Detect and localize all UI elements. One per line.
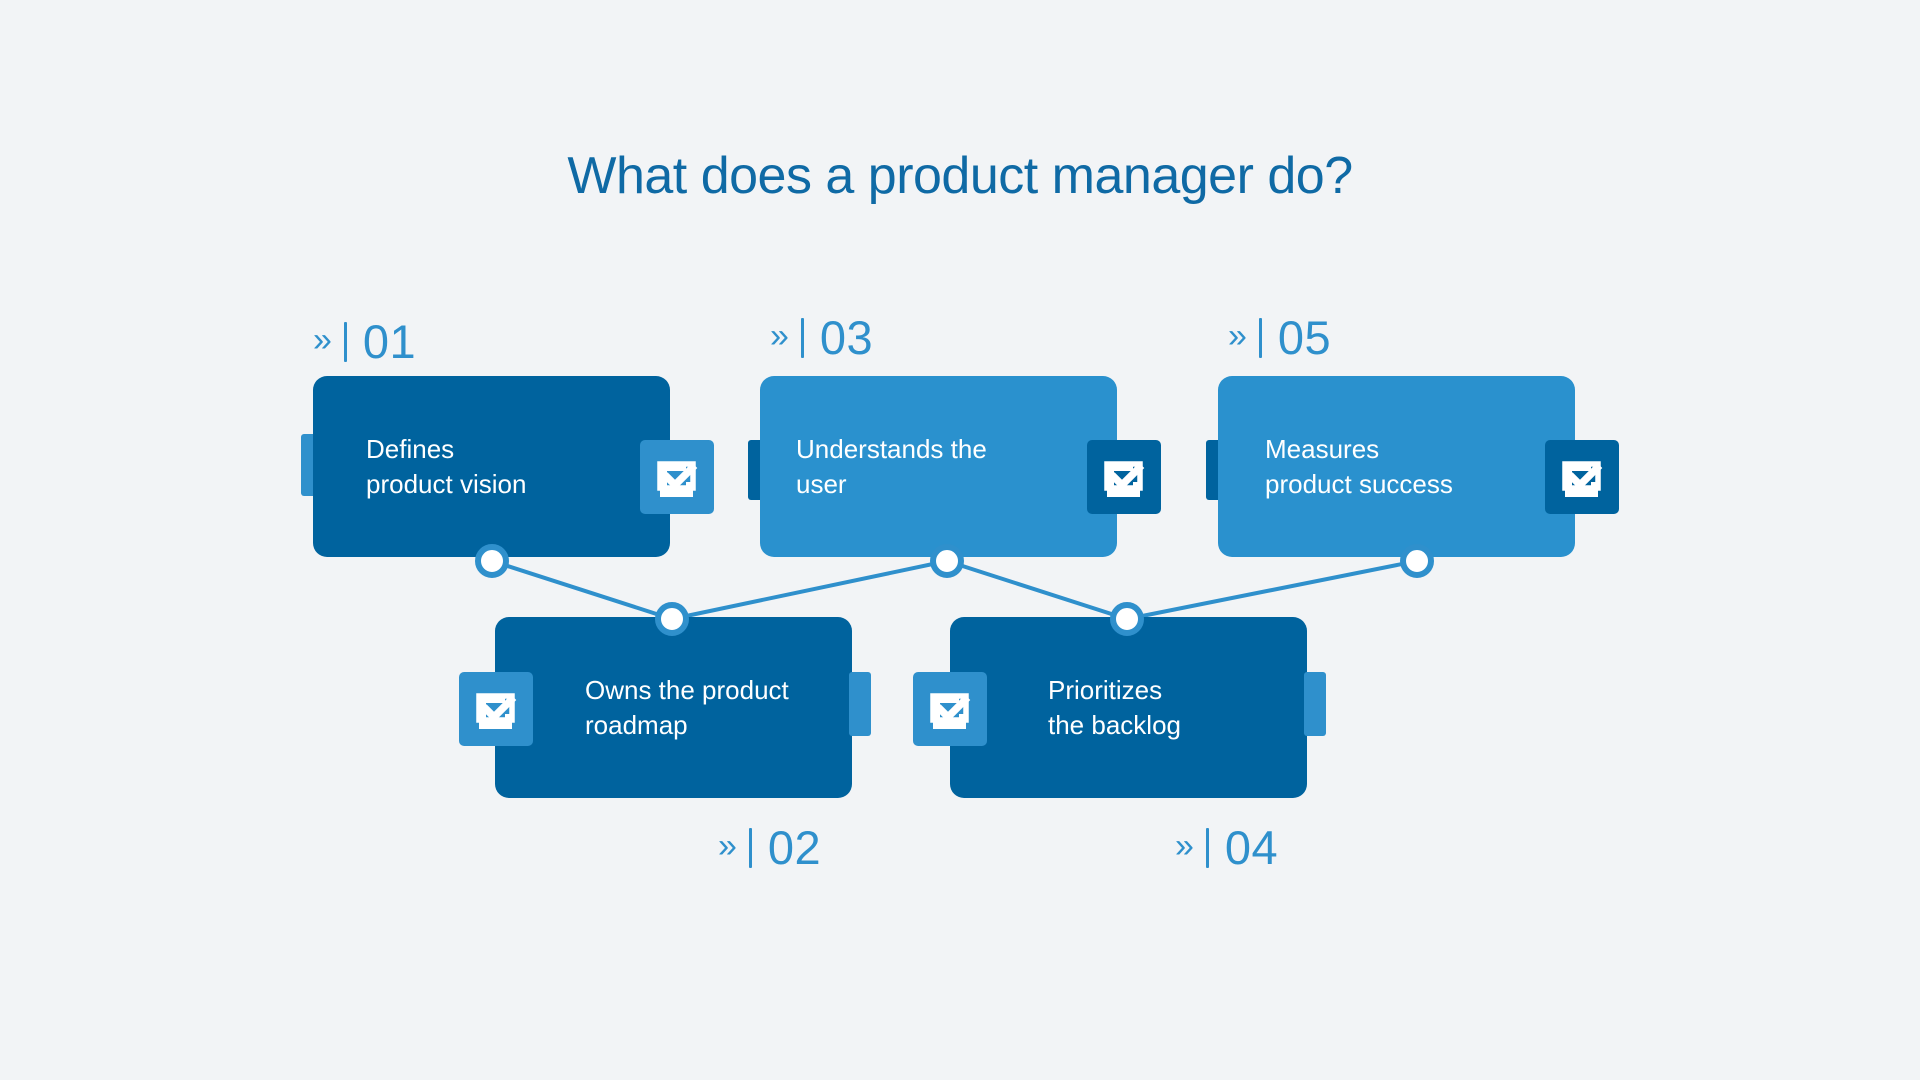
checkbox-checked-icon-05	[1545, 440, 1619, 514]
card-05[interactable]: Measures product success	[1218, 376, 1575, 557]
chevron-double-right-icon: »	[718, 826, 737, 865]
label-divider	[1258, 317, 1262, 358]
step-number-02: 02	[767, 821, 822, 874]
card-02[interactable]: Owns the product roadmap	[495, 617, 852, 798]
connector-node-01	[475, 544, 509, 578]
card-01[interactable]: Defines product vision	[313, 376, 670, 557]
card-text-05: Measures product success	[1265, 433, 1453, 499]
label-divider	[800, 317, 804, 358]
checkbox-checked-icon-03	[1087, 440, 1161, 514]
step-number-04: 04	[1224, 821, 1279, 874]
label-divider	[1205, 827, 1209, 868]
chevron-double-right-icon: »	[1175, 826, 1194, 865]
step-label-04: » 04	[1175, 824, 1278, 871]
card-text-03: Understands the user	[796, 433, 987, 499]
chevron-double-right-icon: »	[313, 320, 332, 359]
card-text-04: Prioritizes the backlog	[1048, 674, 1181, 740]
checkbox-checked-icon-04	[913, 672, 987, 746]
step-number-03: 03	[819, 311, 874, 364]
card-nub-04	[1304, 672, 1326, 736]
card-04[interactable]: Prioritizes the backlog	[950, 617, 1307, 798]
chevron-double-right-icon: »	[770, 316, 789, 355]
connector-03-04	[945, 559, 1129, 621]
card-text-01: Defines product vision	[366, 433, 527, 499]
connector-04-05	[1125, 559, 1419, 621]
step-label-03: » 03	[770, 314, 873, 361]
connector-node-02	[655, 602, 689, 636]
connector-node-03	[930, 544, 964, 578]
card-03[interactable]: Understands the user	[760, 376, 1117, 557]
step-label-01: » 01	[313, 318, 416, 365]
connector-02-03	[670, 559, 949, 621]
connector-node-05	[1400, 544, 1434, 578]
step-number-01: 01	[362, 315, 417, 368]
step-number-05: 05	[1277, 311, 1332, 364]
connector-01-02	[490, 559, 674, 621]
card-nub-02	[849, 672, 871, 736]
chevron-double-right-icon: »	[1228, 316, 1247, 355]
label-divider	[343, 321, 347, 362]
checkbox-checked-icon-01	[640, 440, 714, 514]
label-divider	[748, 827, 752, 868]
step-label-02: » 02	[718, 824, 821, 871]
card-text-02: Owns the product roadmap	[585, 674, 789, 740]
connector-node-04	[1110, 602, 1144, 636]
page-title: What does a product manager do?	[567, 147, 1353, 205]
checkbox-checked-icon-02	[459, 672, 533, 746]
step-label-05: » 05	[1228, 314, 1331, 361]
